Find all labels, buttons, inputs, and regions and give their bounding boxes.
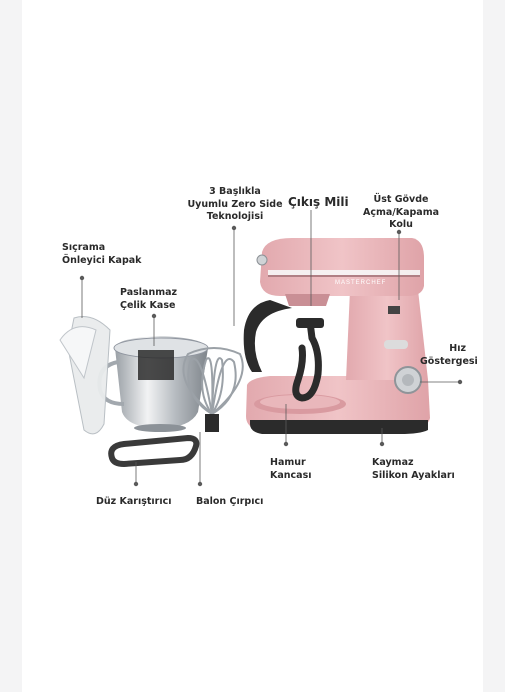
callout-steel-bowl: Paslanmaz Çelik Kase [120,287,178,311]
callout-feet: Kaymaz Silikon Ayakları [372,457,455,481]
brand-logo-text: MASTERCHEF [335,280,386,286]
steel-bowl [97,336,209,432]
callout-top-body: Üst Gövde Açma/Kapama Kolu [362,194,440,230]
flat-beater [108,434,200,468]
balloon-whisk [182,347,244,432]
callout-heads-tech: 3 Başlıkla Uyumlu Zero Side Teknolojisi [187,186,283,222]
stand-mixer [243,238,430,434]
splash-cover [59,316,111,435]
leader-lines [79,210,463,487]
callout-dough-hook: Hamur Kancası [270,457,312,481]
callout-output-shaft: Çıkış Mili [288,195,349,209]
callout-whisk: Balon Çırpıcı [196,496,264,507]
callout-flat-beater: Düz Karıştırıcı [96,496,172,507]
callout-speed: Hız Göstergesi [420,343,478,367]
callout-splash-cover: Sıçrama Önleyici Kapak [62,242,142,266]
